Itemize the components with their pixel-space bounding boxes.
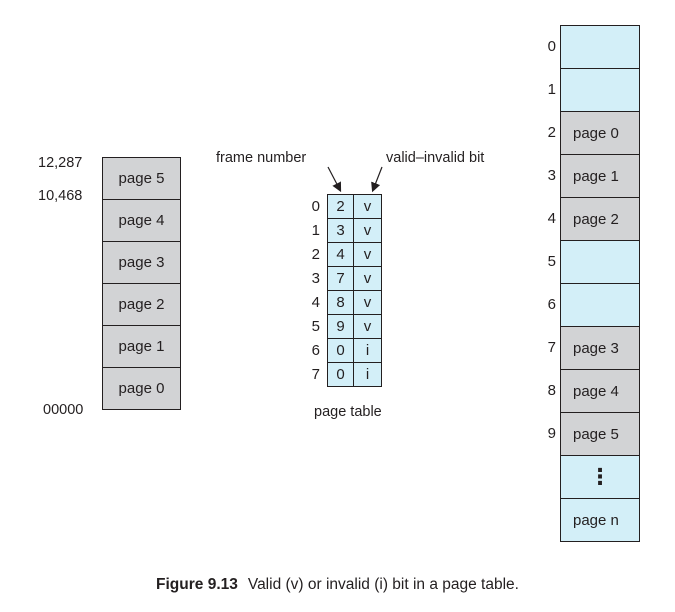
physical-frame-cell: page n bbox=[560, 498, 640, 542]
figure-number: Figure 9.13 bbox=[156, 576, 238, 593]
page-table-bit-cell: v bbox=[353, 242, 382, 267]
page-table-frame-cell: 8 bbox=[327, 290, 354, 315]
physical-frame-cell: page 1 bbox=[560, 154, 640, 198]
physical-frame-cell: page 3 bbox=[560, 326, 640, 370]
physical-frame-index: 0 bbox=[547, 38, 556, 55]
valid-invalid-bit-label: valid–invalid bit bbox=[386, 150, 485, 166]
logical-page-cell: page 0 bbox=[102, 367, 181, 410]
physical-frame-index: 7 bbox=[547, 339, 556, 356]
valid-invalid-arrow bbox=[371, 166, 383, 193]
page-table-bit-cell: v bbox=[353, 266, 382, 291]
page-table-frame-cell: 9 bbox=[327, 314, 354, 339]
page-table-frame-cell: 7 bbox=[327, 266, 354, 291]
physical-frame-index: 5 bbox=[547, 253, 556, 270]
address-label-bottom: 00000 bbox=[43, 402, 84, 418]
physical-frame-cell: page 2 bbox=[560, 197, 640, 241]
page-table-bit-cell: v bbox=[353, 194, 382, 219]
physical-frame-index: 6 bbox=[547, 296, 556, 313]
physical-frame-cell bbox=[560, 283, 640, 327]
page-table-index: 7 bbox=[311, 366, 320, 383]
physical-frame-cell bbox=[560, 25, 640, 69]
physical-frame-cell bbox=[560, 68, 640, 112]
page-table-frame-cell: 3 bbox=[327, 218, 354, 243]
page-table-index: 2 bbox=[311, 246, 320, 263]
frame-number-label: frame number bbox=[216, 150, 307, 166]
logical-page-cell: page 5 bbox=[102, 157, 181, 200]
physical-frame-index: 1 bbox=[547, 81, 556, 98]
page-table-index: 3 bbox=[311, 270, 320, 287]
physical-frame-cell: page 0 bbox=[560, 111, 640, 155]
page-table-index: 6 bbox=[311, 342, 320, 359]
frame-number-arrow bbox=[327, 166, 342, 193]
logical-page-cell: page 3 bbox=[102, 241, 181, 284]
physical-frame-cell: page 4 bbox=[560, 369, 640, 413]
page-table-frame-cell: 2 bbox=[327, 194, 354, 219]
page-table-frame-cell: 4 bbox=[327, 242, 354, 267]
physical-frame-index: 9 bbox=[547, 425, 556, 442]
page-table-bit-cell: v bbox=[353, 218, 382, 243]
page-table-bit-cell: i bbox=[353, 338, 382, 363]
ellipsis-icon: ⋮ bbox=[560, 455, 640, 499]
page-table-frame-cell: 0 bbox=[327, 338, 354, 363]
page-table-bit-cell: v bbox=[353, 290, 382, 315]
page-table-index: 1 bbox=[311, 222, 320, 239]
page-table-index: 5 bbox=[311, 318, 320, 335]
page-table-bit-cell: i bbox=[353, 362, 382, 387]
page-table-frame-cell: 0 bbox=[327, 362, 354, 387]
physical-frame-index: 3 bbox=[547, 167, 556, 184]
physical-frame-cell: page 5 bbox=[560, 412, 640, 456]
figure-text: Valid (v) or invalid (i) bit in a page t… bbox=[247, 576, 519, 593]
page-table-index: 4 bbox=[311, 294, 320, 311]
physical-frame-index: 2 bbox=[547, 124, 556, 141]
figure-caption: Figure 9.13 Valid (v) or invalid (i) bit … bbox=[0, 576, 675, 594]
physical-frame-cell bbox=[560, 240, 640, 284]
logical-page-cell: page 1 bbox=[102, 325, 181, 368]
address-label-second: 10,468 bbox=[38, 188, 83, 204]
physical-frame-index: 4 bbox=[547, 210, 556, 227]
page-table-caption: page table bbox=[314, 404, 382, 420]
physical-frame-index: 8 bbox=[547, 382, 556, 399]
address-label-top: 12,287 bbox=[38, 155, 83, 171]
page-table-index: 0 bbox=[311, 198, 320, 215]
page-table-bit-cell: v bbox=[353, 314, 382, 339]
